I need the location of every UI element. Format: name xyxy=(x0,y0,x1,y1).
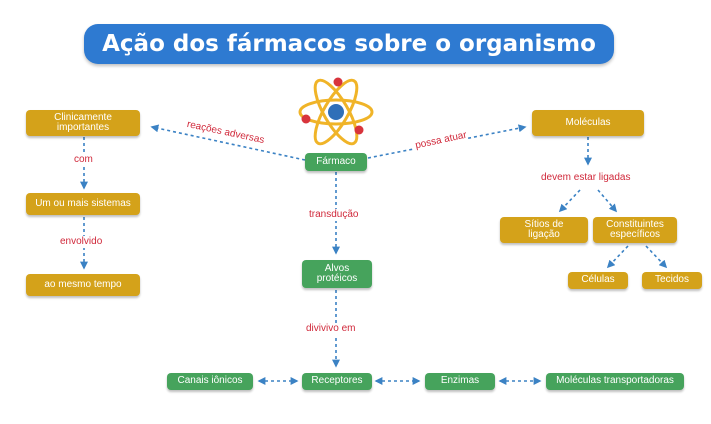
node-tecidos: Tecidos xyxy=(642,272,702,289)
arrow-devem-sitios xyxy=(558,189,581,213)
node-celulas: Células xyxy=(568,272,628,289)
node-canais-ionicos: Canais iônicos xyxy=(167,373,253,390)
label-transducao: transdução xyxy=(308,209,360,221)
diagram-title: Ação dos fármacos sobre o organismo xyxy=(84,24,614,64)
node-um-ou-mais-sistemas: Um ou mais sistemas xyxy=(26,193,140,215)
node-enzimas: Enzimas xyxy=(425,373,495,390)
label-com: com xyxy=(73,154,94,166)
arrow-devem-constituintes xyxy=(597,189,618,213)
node-constituintes-especificos: Constituintes específicos xyxy=(593,217,677,243)
node-alvos-proteicos: Alvos protéicos xyxy=(302,260,372,288)
label-devem-estar-ligadas: devem estar ligadas xyxy=(541,172,631,183)
arrow-farmaco-clinicamente xyxy=(150,124,306,161)
node-clinicamente-importantes: Clinicamente importantes xyxy=(26,110,140,136)
atom-icon xyxy=(298,77,374,146)
node-farmaco: Fármaco xyxy=(305,153,367,171)
arrow-constituintes-celulas xyxy=(606,245,629,269)
node-sitios-de-ligacao: Sítios de ligação xyxy=(500,217,588,243)
label-divivivo-em: divivivo em xyxy=(305,323,357,335)
node-receptores: Receptores xyxy=(302,373,372,390)
node-ao-mesmo-tempo: ao mesmo tempo xyxy=(26,274,140,296)
arrow-constituintes-tecidos xyxy=(645,245,668,269)
node-moleculas: Moléculas xyxy=(532,110,644,136)
node-moleculas-transportadoras: Moléculas transportadoras xyxy=(546,373,684,390)
label-envolvido: envolvido xyxy=(59,236,104,248)
